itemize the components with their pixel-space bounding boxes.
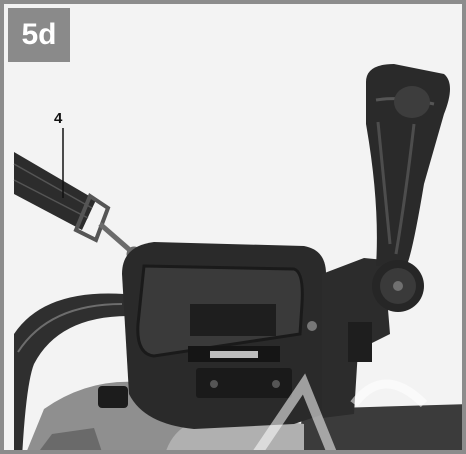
- side-switch: [98, 386, 128, 408]
- knob-center: [393, 281, 403, 291]
- strap-stitching-2: [13, 179, 89, 219]
- strap-buckle: [73, 192, 111, 243]
- snap-hook: [98, 222, 134, 254]
- watermark-stroke-2: [350, 379, 428, 408]
- housing-recess: [190, 304, 276, 336]
- battery-contacts: [210, 351, 258, 358]
- callout-number: 4: [54, 110, 63, 127]
- strap-stitching: [13, 163, 93, 209]
- product-photo: [4, 4, 462, 450]
- handle-clamp: [348, 322, 372, 362]
- screw-pad: [196, 368, 292, 398]
- handle-cap: [394, 86, 430, 118]
- handle-grip-ridge-2: [376, 121, 392, 245]
- screw-left: [210, 380, 218, 388]
- hose: [14, 293, 129, 450]
- handle-grip-ridge-3: [394, 123, 416, 255]
- pivot-screw: [307, 321, 317, 331]
- hose-highlight: [17, 303, 123, 353]
- figure-label-badge: 5d: [8, 8, 70, 62]
- screw-right: [272, 380, 280, 388]
- watermark-stroke-1: [253, 373, 337, 450]
- vent-grille: [40, 428, 102, 450]
- shoulder-strap: [14, 152, 96, 230]
